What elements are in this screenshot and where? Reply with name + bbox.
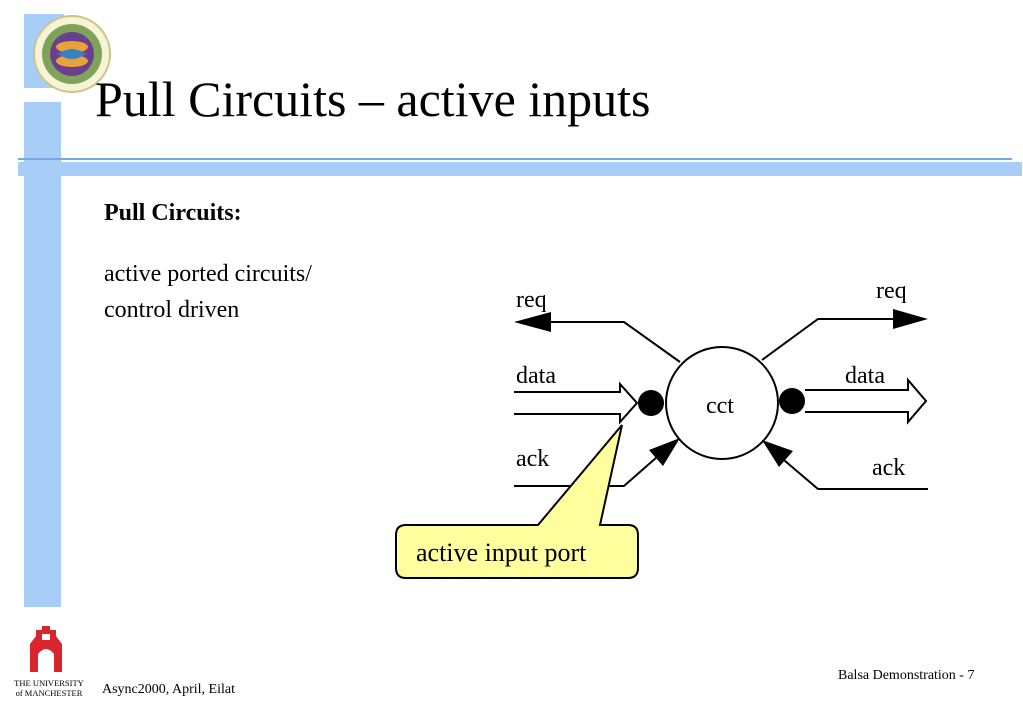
title-band (18, 162, 1022, 176)
left-data-label: data (516, 363, 556, 389)
left-req-arrowhead (514, 312, 551, 332)
right-ack-arrowhead (762, 440, 793, 467)
body-line: control driven (104, 297, 240, 323)
circuit-circle (665, 346, 779, 460)
university-line-2: of MANCHESTER (15, 688, 83, 698)
right-data-label: data (845, 363, 885, 389)
callout-label: active input port (416, 538, 587, 567)
university-line-1: THE UNIVERSITY (14, 678, 84, 688)
circuit-label: cct (706, 393, 734, 419)
left-req-line (550, 321, 681, 363)
university-name: THE UNIVERSITY of MANCHESTER (14, 678, 84, 698)
right-req-arrowhead (893, 309, 928, 329)
callout-bubble (395, 424, 639, 579)
slide-title: Pull Circuits – active inputs (95, 71, 651, 127)
footer-event: Async2000, April, Eilat (102, 682, 235, 697)
right-ack-label: ack (872, 455, 906, 481)
conference-logo (33, 15, 111, 93)
sidebar-bar (24, 102, 61, 607)
left-ack-line (514, 449, 666, 487)
left-data-arrow (514, 381, 639, 425)
left-req-label: req (516, 287, 547, 313)
right-req-line (761, 318, 895, 361)
section-heading: Pull Circuits: (104, 200, 242, 226)
footer-page: Balsa Demonstration - 7 (838, 668, 975, 683)
output-port-dot (779, 388, 805, 414)
right-ack-line (777, 454, 928, 490)
body-text: active ported circuits/ control driven (104, 256, 312, 328)
left-ack-label: ack (516, 446, 550, 472)
right-data-arrow (805, 377, 928, 425)
right-req-label: req (876, 278, 907, 304)
title-rule (18, 158, 1012, 160)
left-ack-arrowhead (649, 438, 680, 466)
input-port-dot (638, 390, 664, 416)
body-line: active ported circuits/ (104, 261, 312, 287)
university-crest-icon (30, 626, 62, 672)
